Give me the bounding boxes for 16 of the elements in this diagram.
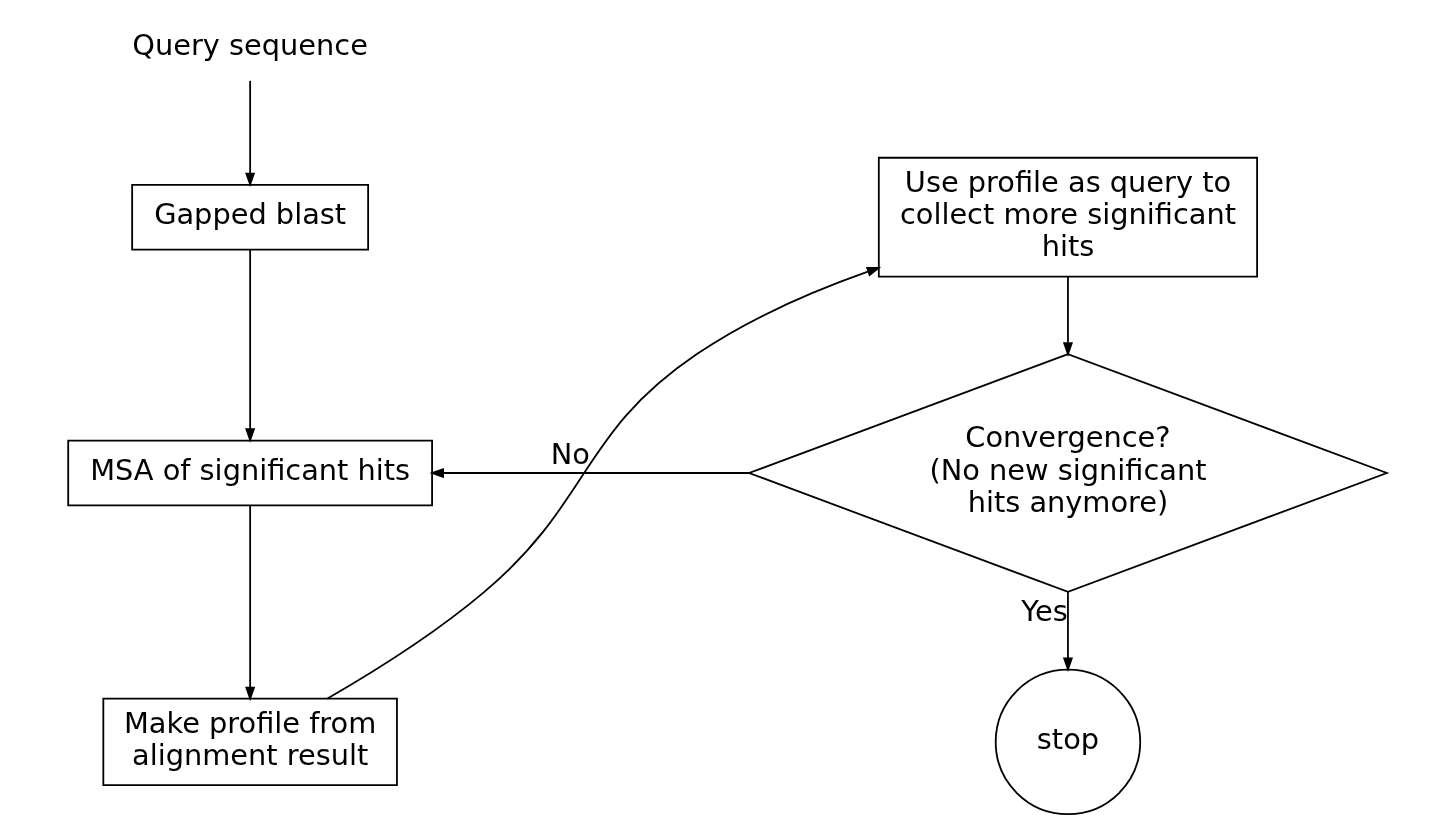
arrow — [245, 504, 256, 702]
arrow — [245, 249, 256, 443]
node-text: Query sequence — [132, 27, 368, 62]
node-circle: stop — [994, 668, 1142, 816]
arrow — [1062, 275, 1073, 357]
node-box: MSA of significant hits — [67, 439, 433, 507]
node-box: Gapped blast — [131, 183, 370, 251]
arrow — [245, 79, 256, 188]
node-diamond: Convergence? (No new significant hits anymore) — [746, 353, 1390, 593]
node-box: Use profile as query to collect more significant hits — [877, 156, 1258, 278]
node-box: Make profile from alignment result — [102, 697, 398, 787]
arrow — [1062, 591, 1073, 673]
edge-label: No — [550, 436, 590, 471]
arrow — [429, 467, 750, 479]
edge-label: Yes — [1021, 594, 1068, 629]
arrow — [326, 267, 882, 700]
